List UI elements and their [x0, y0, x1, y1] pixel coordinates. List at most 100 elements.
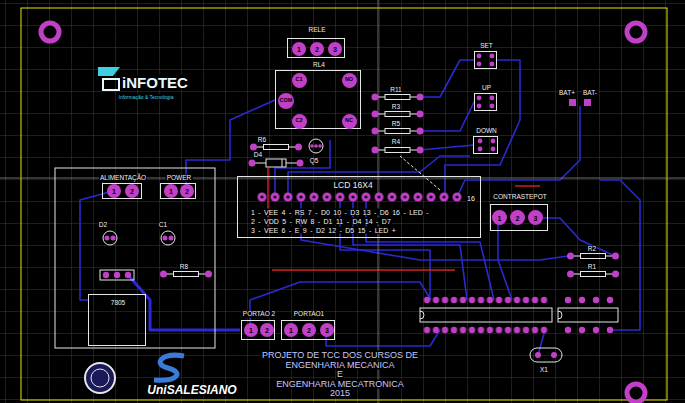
battery-pad — [569, 99, 576, 106]
pad-number: 2 — [315, 46, 319, 53]
infotec-logo-icon — [98, 67, 120, 90]
silkscreen-label: ENGENHARIA MECATRONICA — [275, 379, 404, 388]
silkscreen-label: 2015 — [329, 389, 351, 398]
pad: C1 — [292, 73, 307, 88]
pad-number: 2 — [516, 214, 520, 221]
component-label: 2 - VDD 5 - RW 8 - D1 11 - D4 14 - D7 — [250, 218, 392, 225]
pad-number: C2 — [295, 118, 302, 124]
component-label: 7805 — [110, 300, 126, 307]
pad: 2 — [180, 184, 194, 198]
component-label: RELE — [308, 27, 327, 34]
silkscreen-label: X1 — [539, 367, 549, 374]
pad: 3 — [320, 323, 334, 337]
pad-number: 1 — [289, 327, 293, 334]
transistor-symbol — [309, 139, 323, 153]
silkscreen-label: ENGENHARIA MECANICA — [284, 360, 395, 369]
button-pads — [478, 139, 496, 152]
pad — [297, 160, 304, 167]
component-label: ALIMENTAÇÃO — [99, 175, 147, 182]
crest-ring — [85, 363, 115, 393]
pad: 3 — [328, 42, 342, 56]
crest-inner — [91, 369, 109, 387]
power-section-outline — [55, 168, 215, 348]
resistor-symbol — [567, 271, 619, 278]
component-outline: DOWN — [473, 136, 498, 154]
pad-number: NO — [345, 77, 353, 83]
mounting-hole — [627, 23, 645, 41]
component-label: DOWN — [475, 128, 498, 135]
pad-number: C1 — [295, 77, 302, 83]
resistor-symbol — [372, 111, 424, 118]
silkscreen-label: iNFOTEC — [121, 75, 189, 90]
pad — [318, 144, 322, 148]
pad: 2 — [302, 323, 316, 337]
mounting-hole — [41, 23, 59, 41]
resistor-symbol — [372, 147, 424, 154]
silkscreen-label: UniSALESIANO — [146, 384, 237, 396]
pad — [111, 236, 116, 241]
pad-number: 1 — [249, 327, 253, 334]
pad — [535, 352, 541, 358]
pin-strip — [100, 270, 134, 280]
silkscreen-label: BAT- — [582, 90, 598, 97]
pad: 2 — [310, 42, 324, 56]
resistor-symbol — [250, 144, 302, 151]
copper-trace — [533, 218, 615, 256]
regulator-pins — [100, 270, 134, 280]
silkscreen-label: R2 — [587, 245, 597, 252]
pad — [169, 236, 174, 241]
button-pads — [477, 96, 495, 109]
component-label: PORTAO 2 — [242, 311, 276, 318]
resistor-symbol — [567, 253, 619, 260]
pad-number: 2 — [307, 327, 311, 334]
silkscreen-label: D4 — [253, 151, 263, 158]
pad: 1 — [284, 323, 298, 337]
diode-symbol — [249, 159, 304, 167]
diode-band — [282, 159, 283, 167]
copper-trace — [275, 140, 330, 197]
pad-number: 1 — [498, 214, 502, 221]
silkscreen-label: R4 — [391, 139, 401, 146]
component-label: LCD 16X4 — [332, 181, 373, 190]
copper-trace — [457, 106, 580, 197]
logo-swirl — [154, 355, 184, 380]
ratsnest-line — [400, 156, 440, 190]
battery-pad — [584, 99, 591, 106]
silkscreen-label: R3 — [391, 104, 401, 111]
pad — [249, 160, 256, 167]
resistor-symbol — [160, 271, 212, 278]
component-outline: CONTRASTEPOT123 — [490, 204, 548, 231]
component-label: PORTAO1 — [293, 311, 325, 318]
mounting-holes — [41, 23, 645, 402]
board-outline — [21, 8, 667, 400]
pad — [163, 236, 168, 241]
ic-pads — [423, 295, 549, 335]
pad-number: 2 — [185, 188, 189, 195]
pad: 2 — [260, 323, 274, 337]
silkscreen-label: R5 — [391, 121, 401, 128]
pad: C2 — [292, 114, 307, 129]
copper-trace — [186, 100, 275, 191]
mounting-hole — [627, 384, 645, 402]
pad — [105, 236, 110, 241]
silkscreen-label: BAT+ — [558, 90, 576, 97]
pad: 1 — [492, 210, 507, 225]
lcd-pads — [256, 190, 464, 204]
component-outline: RL4C1NOCOMC2NC — [275, 70, 361, 129]
component-outline: LCD 16X4 16 1 - VEE 4 - RS 7 - D0 10 - D3 … — [237, 176, 481, 238]
pad — [551, 352, 557, 358]
bottom-copper-traces — [80, 60, 640, 355]
pad — [114, 272, 120, 278]
component-outline: 7805 — [88, 294, 146, 346]
component-label: 16 — [466, 195, 476, 202]
component-label: 1 - VEE 4 - RS 7 - D0 10 - D3 13 - D6 16… — [250, 209, 430, 216]
component-outline: PORTAO 212 — [241, 320, 275, 340]
component-outline: ALIMENTAÇÃO12 — [102, 183, 142, 199]
pad-number: 3 — [534, 214, 538, 221]
crystal-symbol — [530, 348, 562, 362]
pad — [125, 272, 131, 278]
capacitor-outline — [103, 231, 117, 245]
pad: 1 — [244, 323, 258, 337]
silkscreen-label: PROJETO DE TCC DOS CURSOS DE — [261, 351, 419, 360]
